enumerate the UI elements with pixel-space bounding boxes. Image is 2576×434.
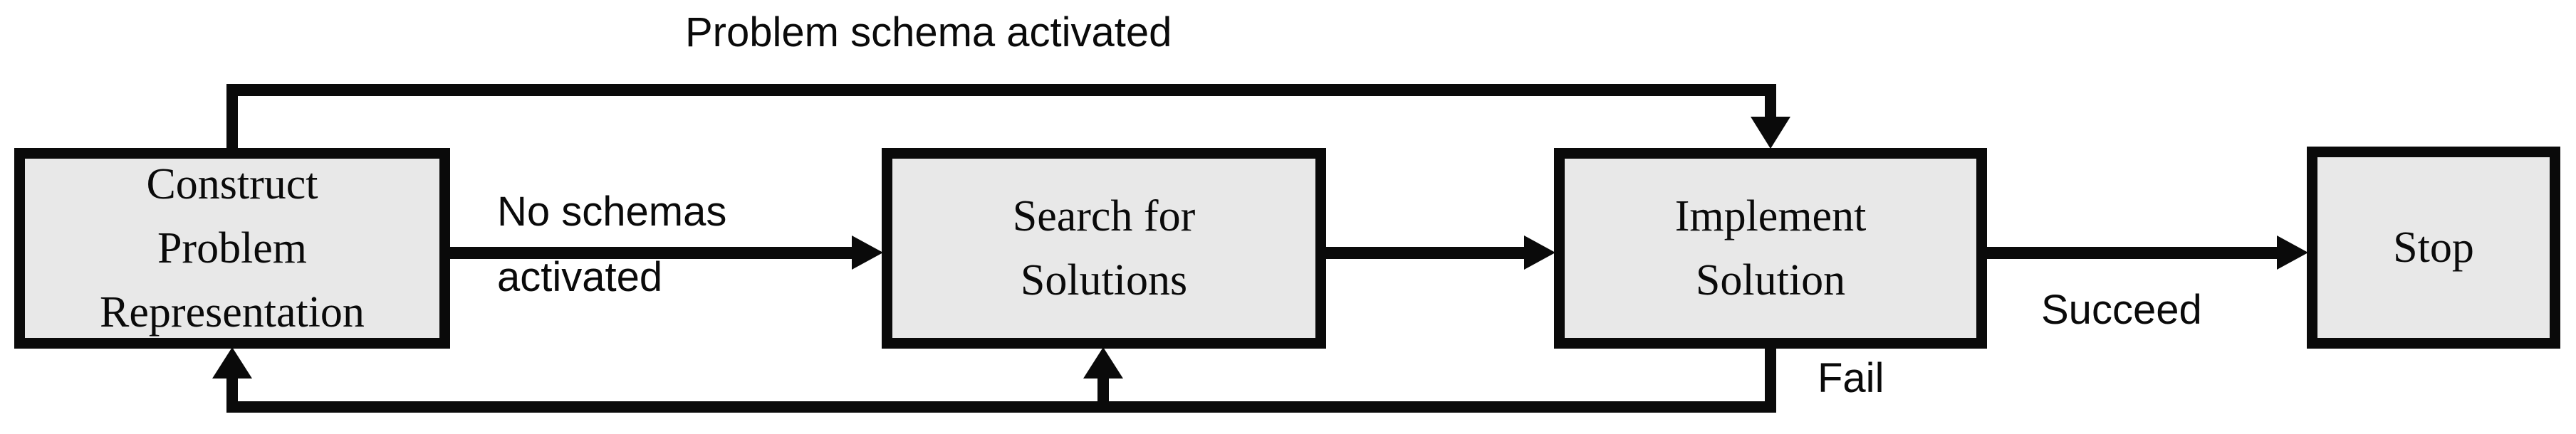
node-label-line: Search for: [1012, 192, 1196, 240]
node-search-for-solutions: Search for Solutions: [882, 148, 1326, 349]
edge-construct-to-search: [450, 247, 857, 259]
arrowhead-up-into-construct-icon: [212, 347, 252, 379]
node-label-line: Problem: [157, 224, 308, 272]
node-label-line: Solutions: [1020, 256, 1188, 305]
label-no-schemas: No schemas: [497, 189, 727, 235]
node-label-line: Implement: [1674, 192, 1867, 240]
node-label-line: Stop: [2393, 223, 2474, 272]
node-construct-problem-representation: Construct Problem Representation: [14, 148, 450, 349]
edge-problem-schema-left-vertical: [226, 84, 238, 149]
edge-fail-down-vertical: [1765, 349, 1776, 411]
edge-fail-bottom-horizontal: [226, 401, 1776, 413]
node-stop: Stop: [2307, 147, 2560, 349]
edge-fail-up-into-search: [1097, 377, 1109, 413]
edge-fail-up-into-construct: [226, 377, 238, 413]
arrowhead-up-into-search-icon: [1083, 347, 1123, 379]
edge-search-to-implement: [1326, 247, 1527, 259]
arrowhead-right-into-search-icon: [852, 235, 883, 270]
node-label-line: Construct: [146, 160, 318, 208]
label-succeed: Succeed: [2041, 287, 2202, 333]
arrowhead-right-into-implement-icon: [1524, 235, 1555, 270]
label-activated: activated: [497, 254, 663, 300]
node-label-line: Solution: [1695, 256, 1846, 305]
edge-implement-to-stop: [1987, 247, 2280, 259]
edge-problem-schema-top-horizontal: [226, 84, 1776, 96]
edge-problem-schema-right-vertical: [1765, 84, 1776, 120]
node-implement-solution: Implement Solution: [1554, 148, 1987, 349]
arrowhead-right-into-stop-icon: [2277, 235, 2308, 270]
node-label-line: Representation: [100, 288, 365, 337]
label-problem-schema-activated: Problem schema activated: [685, 9, 1172, 55]
label-fail: Fail: [1818, 355, 1884, 401]
arrowhead-down-into-implement-icon: [1751, 117, 1790, 149]
